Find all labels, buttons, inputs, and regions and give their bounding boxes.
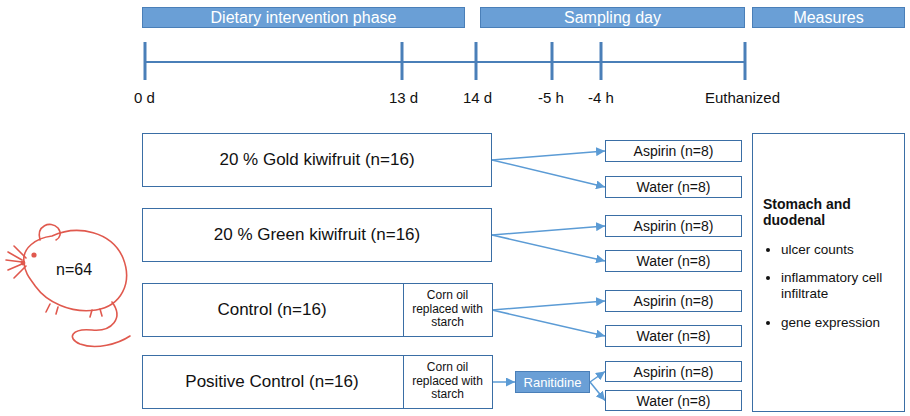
drug-box: Ranitidine [515,371,590,393]
measure-item: inflammatory cell infiltrate [781,270,896,302]
timeline-tick [475,42,478,80]
box-label: Water (n=8) [637,253,711,269]
phase-banner: Dietary intervention phase [142,7,465,28]
flow-arrow [492,235,605,261]
box-label: Aspirin (n=8) [634,293,714,309]
box-label: Corn oil replaced with starch [408,289,488,330]
box-label: Aspirin (n=8) [634,364,714,380]
treatment-box: Aspirin (n=8) [605,140,742,162]
treatment-box: Water (n=8) [605,390,742,411]
box-label: Water (n=8) [637,328,711,344]
flow-arrow [492,310,605,336]
box-label: Aspirin (n=8) [634,218,714,234]
treatment-box: Aspirin (n=8) [605,361,742,382]
flow-arrow [590,382,605,401]
mouse-feet [46,304,102,317]
box-label: 20 % Green kiwifruit (n=16) [214,225,420,245]
treatment-box: Water (n=8) [605,250,742,272]
diet-note-box: Corn oil replaced with starch [403,283,493,337]
phase-banner: Sampling day [480,7,745,28]
box-label: Positive Control (n=16) [185,372,358,392]
phase-banner: Measures [752,7,905,28]
flow-arrow [492,226,605,235]
timeline-tick [744,42,747,80]
mouse-whiskers [6,246,26,278]
timeline-tick [551,42,554,80]
panel-heading: Stomach and duodenal [763,196,896,228]
box-label: Measures [793,9,863,27]
timeline [145,42,745,80]
mouse-body [24,231,127,311]
box-label: Ranitidine [524,375,582,390]
timeline-tick [401,42,404,80]
box-label: Aspirin (n=8) [634,143,714,159]
mouse-ear [39,224,60,240]
diet-group-box: Positive Control (n=16) Corn oil replaced… [142,355,492,409]
box-label: Water (n=8) [637,179,711,195]
box-label: Control (n=16) [217,300,326,320]
box-label: Dietary intervention phase [211,9,397,27]
timeline-label: 13 d [389,89,418,106]
measure-item: ulcer counts [781,242,896,258]
measure-list: ulcer counts inflammatory cell infiltrate… [763,242,896,331]
timeline-tick [600,42,603,80]
timeline-label: -4 h [588,89,614,106]
flow-arrow [492,381,515,383]
diet-group-box: Control (n=16) Corn oil replaced with sta… [142,283,492,337]
treatment-box: Water (n=8) [605,176,742,198]
measures-panel: Stomach and duodenal ulcer counts inflamma… [752,133,905,412]
mouse-tail [72,302,130,346]
timeline-label: 14 d [463,89,492,106]
timeline-label: 0 d [134,89,155,106]
timeline-label: -5 h [538,89,564,106]
box-label: Corn oil replaced with starch [408,361,488,402]
box-label: Water (n=8) [637,393,711,409]
measure-item: gene expression [781,315,896,331]
mouse-drawing [6,224,130,346]
timeline-label: Euthanized [705,89,780,106]
treatment-box: Water (n=8) [605,325,742,347]
diet-group-box: 20 % Green kiwifruit (n=16) [142,208,492,262]
timeline-tick [144,42,147,80]
flow-arrow [492,151,605,160]
flow-arrow [492,301,605,310]
flow-arrow [492,160,605,187]
box-label: Sampling day [564,9,661,27]
diet-group-box: 20 % Gold kiwifruit (n=16) [142,133,492,187]
timeline-axis [145,61,745,63]
box-label: 20 % Gold kiwifruit (n=16) [219,150,414,170]
sample-size-label: n=64 [56,261,92,279]
mouse-eye [32,253,36,257]
treatment-box: Aspirin (n=8) [605,290,742,312]
flow-arrow [590,372,605,383]
treatment-box: Aspirin (n=8) [605,215,742,237]
diet-note-box: Corn oil replaced with starch [403,355,493,409]
